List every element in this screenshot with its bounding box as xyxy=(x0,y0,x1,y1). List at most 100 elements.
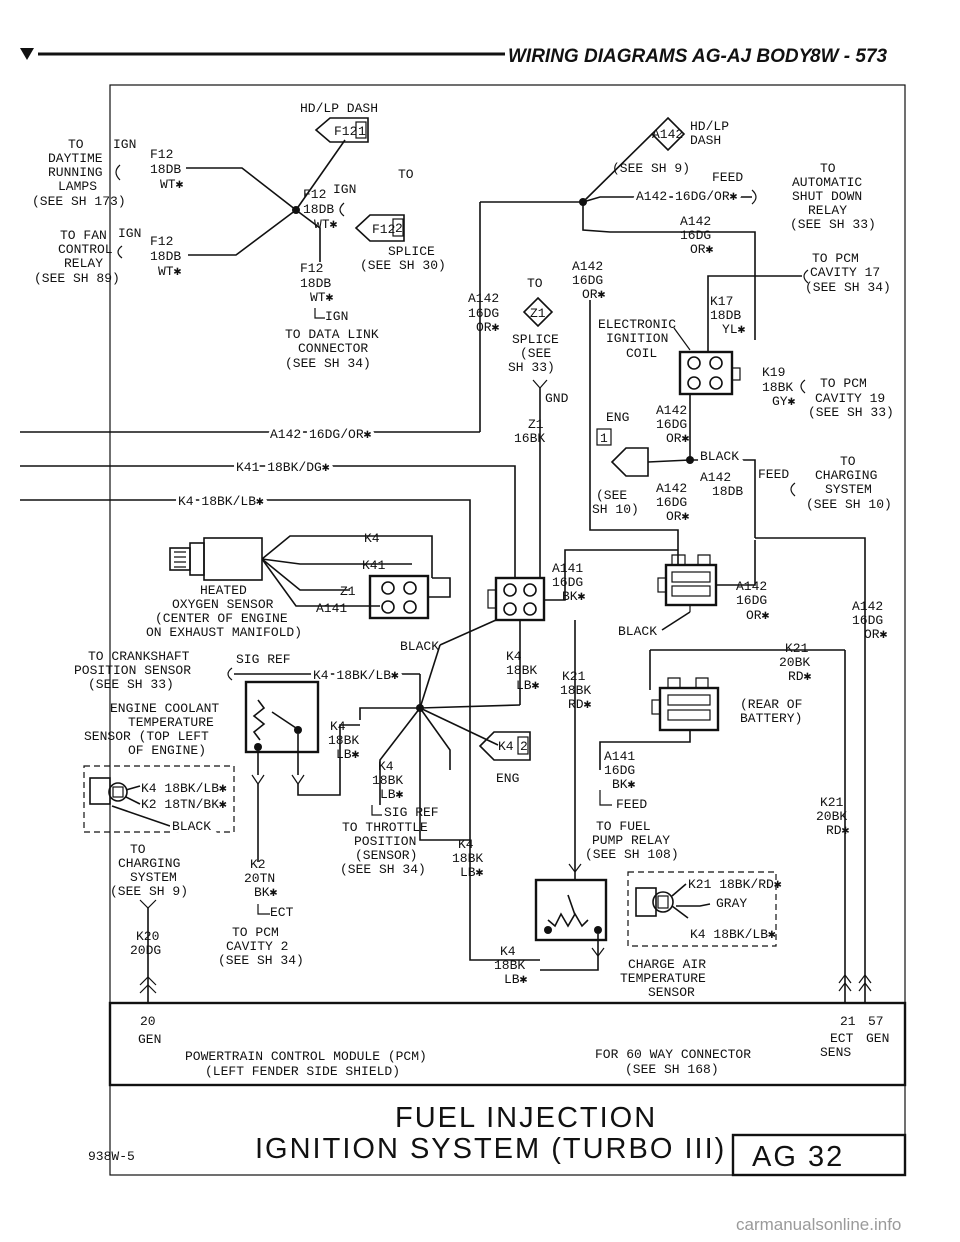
cat-connector-mark-2 xyxy=(591,947,605,957)
pcm-pin-20: 20 xyxy=(140,1014,156,1029)
18bk-d: 18BK xyxy=(372,773,403,788)
or-c: OR✱ xyxy=(582,287,606,302)
o2-connector xyxy=(368,574,430,620)
a142-connector xyxy=(610,447,649,477)
k4-e: K4 xyxy=(500,944,516,959)
a142-line-label: A142 16DG/OR✱ xyxy=(270,427,372,442)
16dg-h: 16DG xyxy=(736,593,767,608)
sig-ref-b: SIG REF xyxy=(384,805,439,820)
16dg-f: 16DG xyxy=(656,495,687,510)
k17: K17 xyxy=(710,294,733,309)
a142-e: A142 xyxy=(700,470,731,485)
wire-k4-tps xyxy=(419,708,470,841)
mid-connector xyxy=(494,576,546,622)
control: CONTROL xyxy=(58,242,113,257)
a142-c: A142 xyxy=(572,259,603,274)
18db-a: 18DB xyxy=(150,162,181,177)
a142-b: A142 xyxy=(680,214,711,229)
on-exhaust: ON EXHAUST MANIFOLD) xyxy=(146,625,302,640)
arrow-ect xyxy=(257,904,270,915)
system: SYSTEM xyxy=(825,482,872,497)
charging-2: CHARGING xyxy=(118,856,180,871)
ect-sensor xyxy=(244,680,320,754)
rd-c: RD✱ xyxy=(826,823,850,838)
feed-top: FEED xyxy=(712,170,743,185)
ign-1: IGN xyxy=(113,137,136,152)
to-pcm-19: TO PCM xyxy=(820,376,867,391)
ignition-coil xyxy=(678,350,734,396)
arrow-fan xyxy=(117,245,123,259)
black-a: BLACK xyxy=(700,449,739,464)
gray: GRAY xyxy=(716,896,747,911)
ck-connector-ring xyxy=(108,782,128,802)
see-sh-33a: (SEE SH 33) xyxy=(790,217,876,232)
wire-daytime xyxy=(186,167,297,211)
18db-b: 18DB xyxy=(150,249,181,264)
ect-terminal-1 xyxy=(254,743,262,751)
wire-k4-h xyxy=(419,704,521,709)
wt-a: WT✱ xyxy=(160,177,184,192)
sensor-3: SENSOR xyxy=(648,985,695,1000)
figure-code: 938W-5 xyxy=(88,1149,135,1164)
k2: K2 xyxy=(250,857,266,872)
diagram-frame xyxy=(109,84,906,1176)
ck-connector xyxy=(89,777,111,805)
k4-18bk-lb: K4 18BK/LB✱ xyxy=(141,781,227,796)
to-fan: TO FAN xyxy=(60,228,107,243)
gray-leader xyxy=(676,903,711,907)
yl: YL✱ xyxy=(722,322,746,337)
k4-pin-box xyxy=(517,736,529,755)
wire-f12-down xyxy=(295,209,321,262)
charge-air: CHARGE AIR xyxy=(628,957,706,972)
18bk-e: 18BK xyxy=(452,851,483,866)
wire-a141 xyxy=(544,549,678,601)
gnd: GND xyxy=(545,391,569,406)
of-engine: OF ENGINE) xyxy=(128,743,206,758)
engine-coolant: ENGINE COOLANT xyxy=(110,701,219,716)
a141-a: A141 xyxy=(552,561,583,576)
bk-b: BK✱ xyxy=(612,777,636,792)
center-of-engine: (CENTER OF ENGINE xyxy=(155,611,288,626)
right-connector-1-row2 xyxy=(671,585,711,597)
pcm-pin-57: 57 xyxy=(868,1014,884,1029)
arrow-feed3 xyxy=(599,790,612,806)
battery: BATTERY) xyxy=(740,711,802,726)
eng-a: ENG xyxy=(606,410,629,425)
o2-conn-t4 xyxy=(403,600,417,614)
o2-conn-t2 xyxy=(403,581,417,595)
hdlp: HD/LP xyxy=(690,119,729,134)
relay-2: RELAY xyxy=(808,203,847,218)
arrow-ign4 xyxy=(314,308,325,319)
f12-pin-box-2 xyxy=(392,218,404,237)
see-sh-89: (SEE SH 89) xyxy=(34,271,120,286)
f12-pin-1: 1 xyxy=(358,124,366,139)
to-crank: TO CRANKSHAFT xyxy=(88,649,190,664)
sh-10: SH 10) xyxy=(592,502,639,517)
k4-lb-a: K4 18BK/LB✱ xyxy=(313,668,399,683)
lb-e: LB✱ xyxy=(504,972,528,987)
splice-label: SPLICE xyxy=(388,244,435,259)
16dg-i: 16DG xyxy=(852,613,883,628)
k4-line-label: K4 18BK/LB✱ xyxy=(178,494,264,509)
16dg-d: 16DG xyxy=(656,417,687,432)
z1-b: Z1 xyxy=(528,417,544,432)
temperature: TEMPERATURE xyxy=(128,715,214,730)
right-connector-2-latch xyxy=(667,677,709,688)
arrow-f12 xyxy=(339,202,345,217)
mid-connector-tab xyxy=(487,589,497,609)
k4-o2: K4 xyxy=(364,531,380,546)
sensor-top: SENSOR (TOP LEFT xyxy=(84,729,209,744)
ign-3: IGN xyxy=(333,182,356,197)
for-60-way-connector: FOR 60 WAY CONNECTOR xyxy=(595,1047,751,1062)
feed-3: FEED xyxy=(616,797,647,812)
wire-black-c xyxy=(661,611,691,631)
o2-conn-t3 xyxy=(381,600,395,614)
f12-pin-2: 2 xyxy=(395,221,403,236)
20bk-a: 20BK xyxy=(779,655,810,670)
k20-arrow xyxy=(139,899,157,909)
or-b: OR✱ xyxy=(690,242,714,257)
f12-b: F12 xyxy=(150,234,173,249)
sh-33: SH 33) xyxy=(508,360,555,375)
a142-h: A142 xyxy=(852,599,883,614)
dashed-connector-box-2 xyxy=(627,871,777,947)
